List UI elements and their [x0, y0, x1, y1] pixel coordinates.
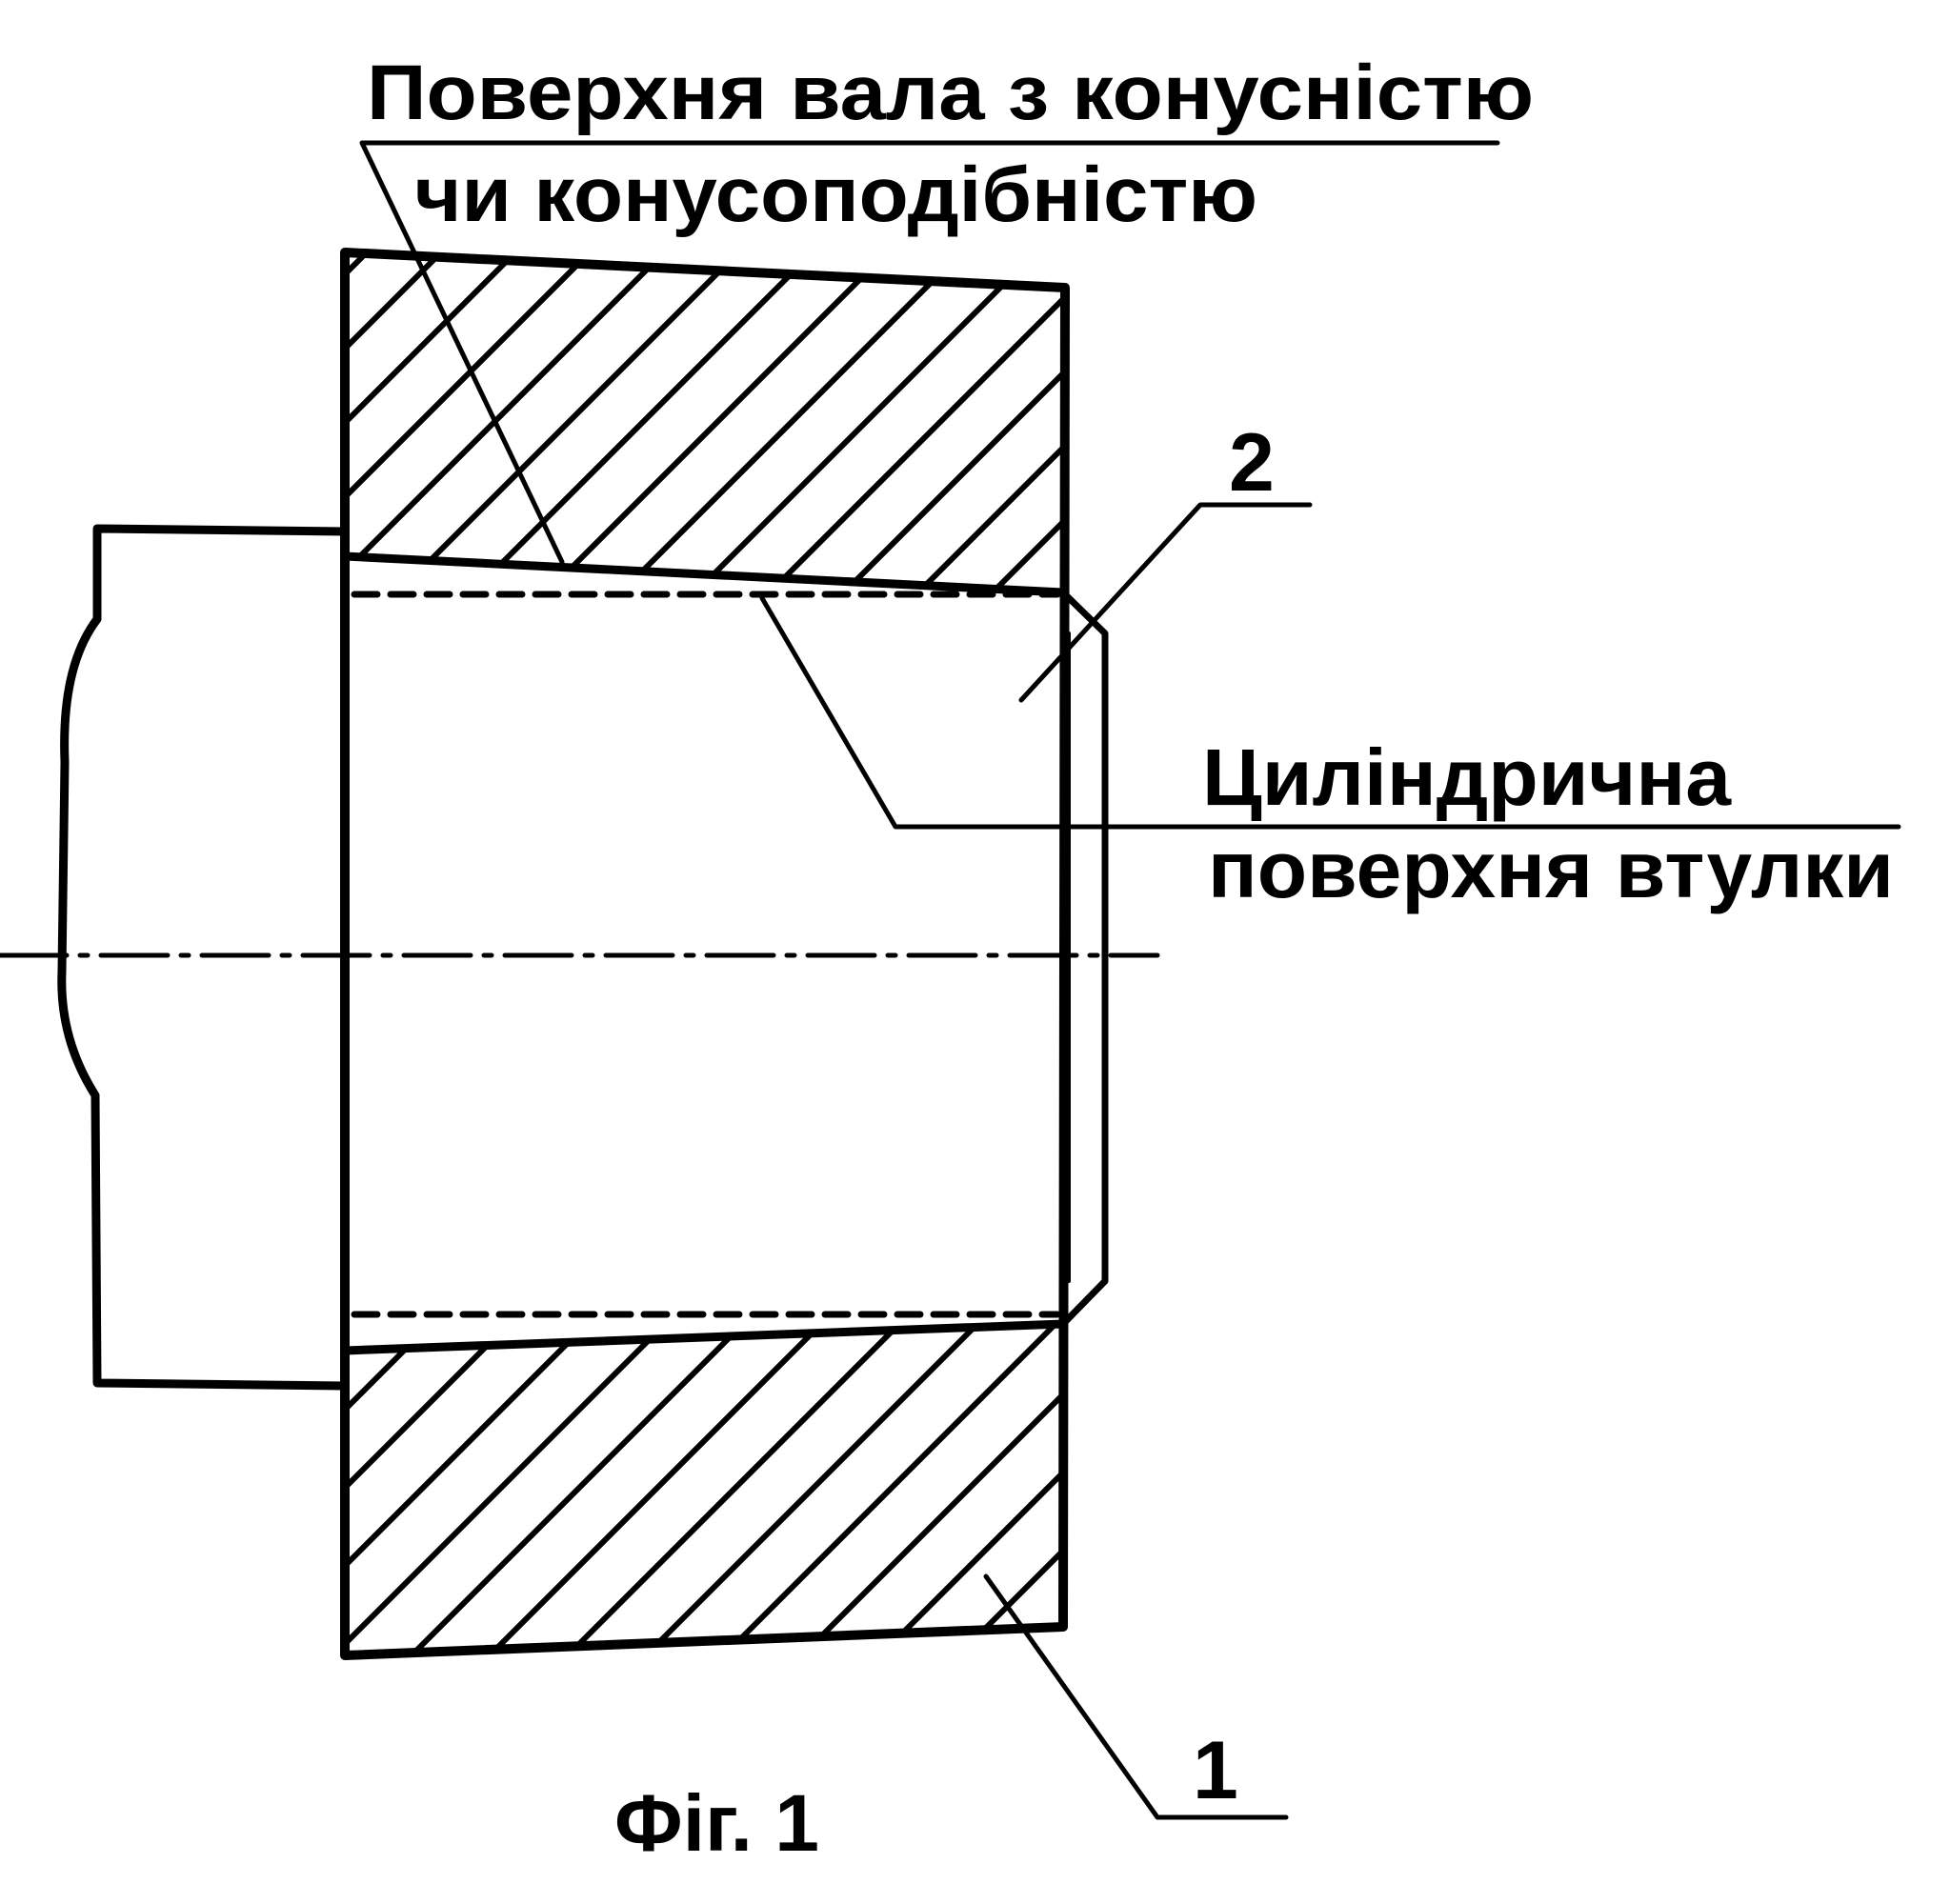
figure-caption: Фіг. 1	[614, 1778, 819, 1868]
bushing-outline	[340, 248, 1070, 1660]
bottom-bore-line	[340, 1319, 1068, 1355]
shaft-surface-label-line2: чи конусоподібністю	[414, 151, 1257, 238]
leader-shaft-surface	[359, 140, 1500, 565]
leader-part-1	[983, 1573, 1289, 1820]
top-conical-surface-line	[340, 551, 1068, 597]
shaft-surface-label-line1: Поверхня вала з конусністю	[367, 50, 1534, 136]
part-2-label: 2	[1229, 417, 1275, 509]
leader-part-2	[1018, 502, 1313, 703]
leader-bushing-surface	[759, 595, 1901, 830]
bushing-surface-label-line2: поверхня втулки	[1208, 825, 1894, 914]
top-section-hatching	[345, 252, 1065, 592]
shaft-outline	[57, 524, 350, 1391]
part-1-label: 1	[1193, 1725, 1238, 1816]
sleeve-outline	[1059, 589, 1109, 1328]
bushing-surface-label-line1: Циліндрична	[1202, 732, 1732, 822]
bottom-section-hatching	[345, 1324, 1065, 1655]
